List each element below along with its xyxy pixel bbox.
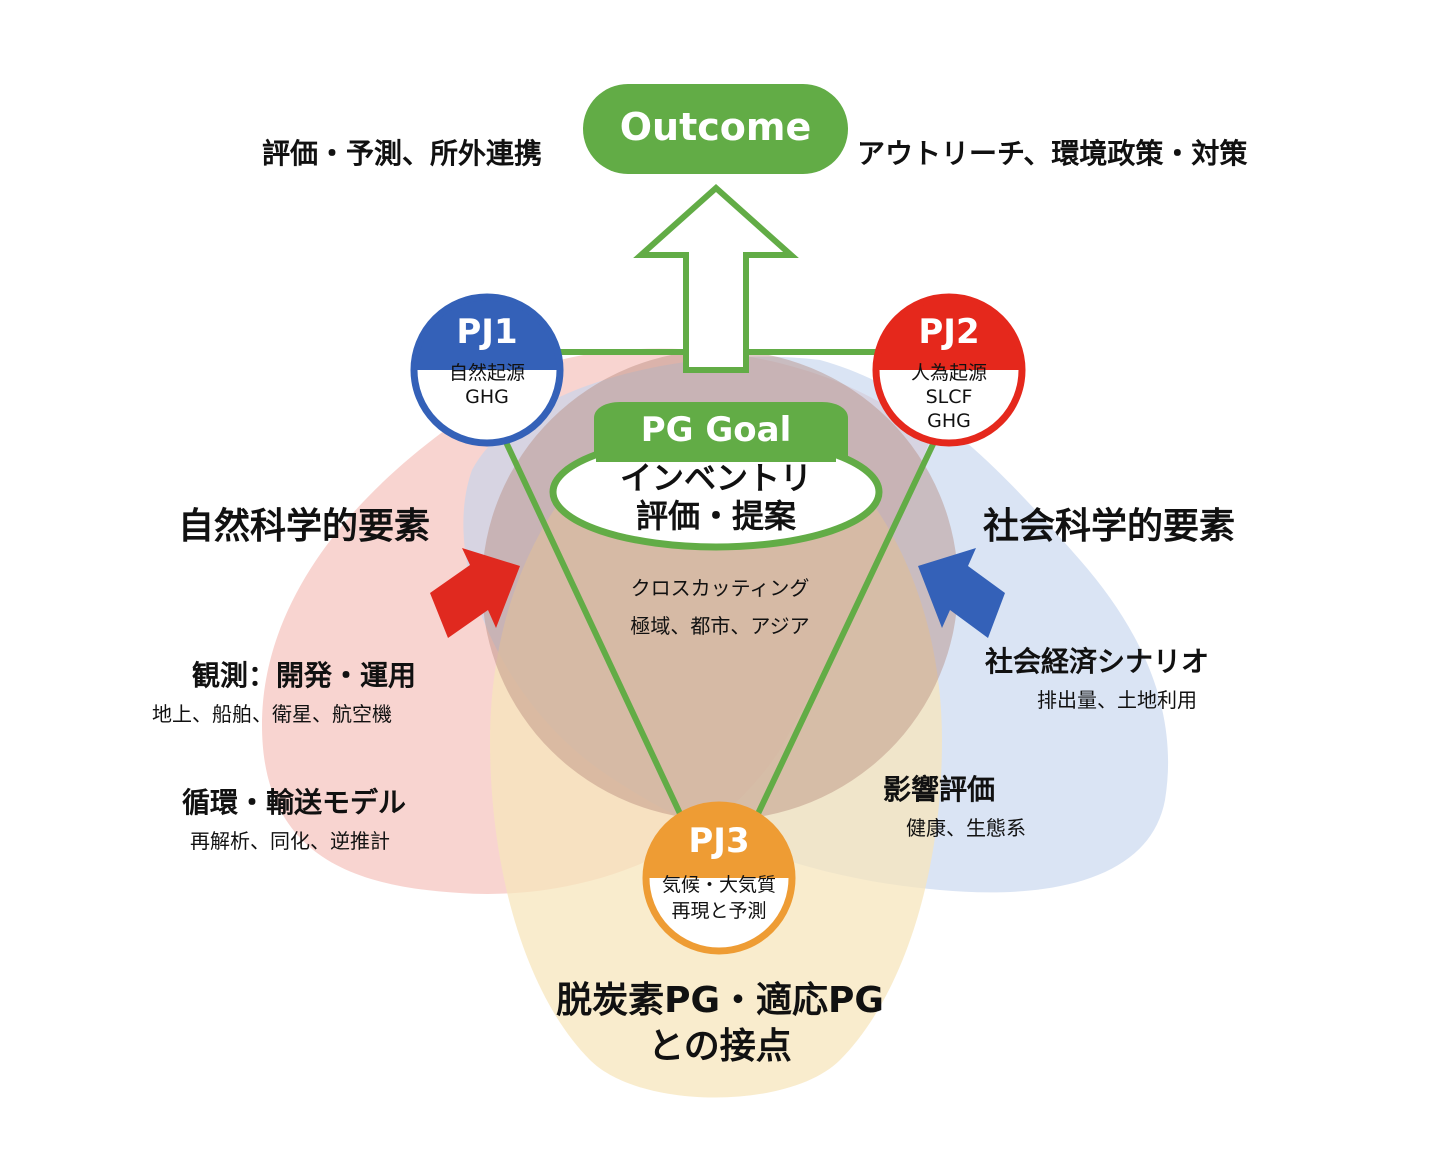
right-arrow-icon: [430, 548, 520, 638]
observation-sub: 地上、船舶、衛星、航空機: [152, 702, 392, 726]
pj3-line1: 気候・大気質: [661, 874, 776, 896]
pg-goal-label: PG Goal: [640, 410, 792, 450]
model-title: 循環・輸送モデル: [182, 786, 407, 819]
pg-goal-tab-bar: [596, 428, 836, 462]
outcome-label: Outcome: [619, 105, 812, 149]
pj2-line1: 人為起源: [910, 362, 987, 384]
pg-goal-line2: 評価・提案: [635, 497, 796, 535]
bottom-line1: 脱炭素PG・適応PG: [556, 980, 884, 1021]
left-arrow-icon: [918, 548, 1005, 638]
observation-title: 観測：開発・運用: [192, 659, 417, 692]
scenario-sub: 排出量、土地利用: [1037, 688, 1197, 712]
scenario-title: 社会経済シナリオ: [985, 645, 1210, 678]
cross-cutting-line2: 極域、都市、アジア: [630, 614, 810, 638]
impact-title: 影響評価: [883, 773, 996, 806]
pj3-line2: 再現と予測: [671, 900, 767, 922]
model-sub: 再解析、同化、逆推計: [190, 829, 390, 853]
pj3-circle: [642, 801, 796, 955]
up-arrow-icon: [633, 183, 799, 373]
cross-cutting-line1: クロスカッティング: [630, 576, 810, 600]
outcome-right-text: アウトリーチ、環境政策・対策: [857, 137, 1248, 170]
decarbonization-blob: [490, 410, 942, 1098]
pj2-line3: GHG: [927, 410, 971, 432]
pj1-label: PJ1: [456, 312, 518, 352]
pj2-circle: [872, 293, 1026, 447]
pj1-circle: [410, 293, 564, 447]
outcome-left-text: 評価・予測、所外連携: [262, 137, 543, 170]
triangle-right-edge: [752, 438, 938, 822]
pj2-line2: SLCF: [925, 386, 973, 408]
natural-science-title: 自然科学的要素: [178, 506, 431, 547]
impact-sub: 健康、生態系: [906, 816, 1026, 840]
outcome-pill: [583, 84, 848, 174]
triangle-left-edge: [502, 438, 686, 822]
pj2-label: PJ2: [918, 312, 980, 352]
pj3-label: PJ3: [688, 821, 750, 861]
social-science-title: 社会科学的要素: [983, 506, 1236, 547]
pj1-line2: GHG: [465, 386, 509, 408]
pj1-line1: 自然起源: [448, 362, 525, 384]
bottom-line2: との接点: [648, 1026, 792, 1067]
pg-goal-line1: インベントリ: [619, 459, 812, 497]
